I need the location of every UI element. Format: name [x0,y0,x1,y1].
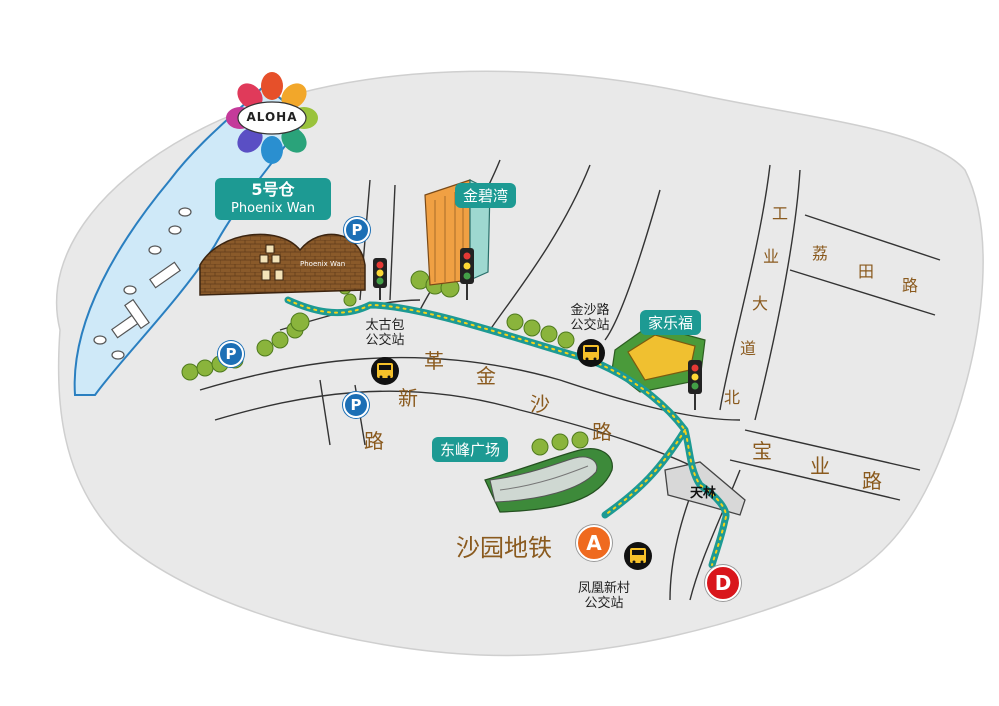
phoenix-wan-building-sign: Phoenix Wan [300,260,346,268]
traffic-light-1 [373,258,387,300]
carrefour-label: 家乐福 [640,310,702,335]
carrefour-building [611,324,706,393]
road-gongye-2: 业 [763,247,780,266]
road-gexin-2: 新 [398,386,418,410]
parking-icon[interactable]: P [343,392,369,418]
plaza-building [484,448,613,513]
phoenix-wan-en: Phoenix Wan [231,201,315,216]
bus-icon [624,542,652,570]
bus-icon [577,339,605,367]
road-li-1: 荔 [812,244,829,263]
traffic-light-3 [688,360,702,410]
bus-stop-fenghuang: 凤凰新村 公交站 [577,581,630,611]
road-gongye-4: 道 [740,339,757,358]
metro-exit-d[interactable]: D [705,565,741,601]
parking-icon[interactable]: P [218,341,244,367]
metro-station-label: 沙园地铁 [456,534,552,562]
road-gongye-3: 大 [752,294,769,313]
road-jinsha-2: 沙 [530,392,550,416]
river-piers [93,207,192,360]
tianlin-label: 天林 [690,486,717,501]
plaza-label: 东峰广场 [432,437,509,462]
parking-icon[interactable]: P [344,217,370,243]
bus-stop-jinsha: 金沙路 公交站 [570,303,610,333]
phoenix-wan-label: 5号仓 Phoenix Wan [215,178,331,220]
road-bao-3: 路 [862,469,882,493]
road-jinsha-1: 金 [476,364,496,388]
metro-exit-a[interactable]: A [576,525,612,561]
road-li-3: 路 [902,276,919,295]
road-gexin-3: 路 [364,429,384,453]
road-bao-2: 业 [810,454,830,478]
road-gongye-1: 工 [772,204,789,223]
jinbiwan-label: 金碧湾 [455,183,517,208]
phoenix-wan-building [199,233,366,296]
road-gexin-1: 革 [424,349,444,373]
traffic-light-2 [460,248,474,300]
road-bao-1: 宝 [752,439,772,463]
logo-text: ALOHA [246,110,298,124]
phoenix-wan-cn: 5号仓 [251,180,295,199]
road-li-2: 田 [858,262,875,281]
road-gongye-5: 北 [724,388,741,407]
bus-icon [371,357,399,385]
aloha-logo [226,72,318,164]
road-jinsha-3: 路 [592,420,612,444]
bus-stop-taigubao: 太古包 公交站 [365,318,405,348]
